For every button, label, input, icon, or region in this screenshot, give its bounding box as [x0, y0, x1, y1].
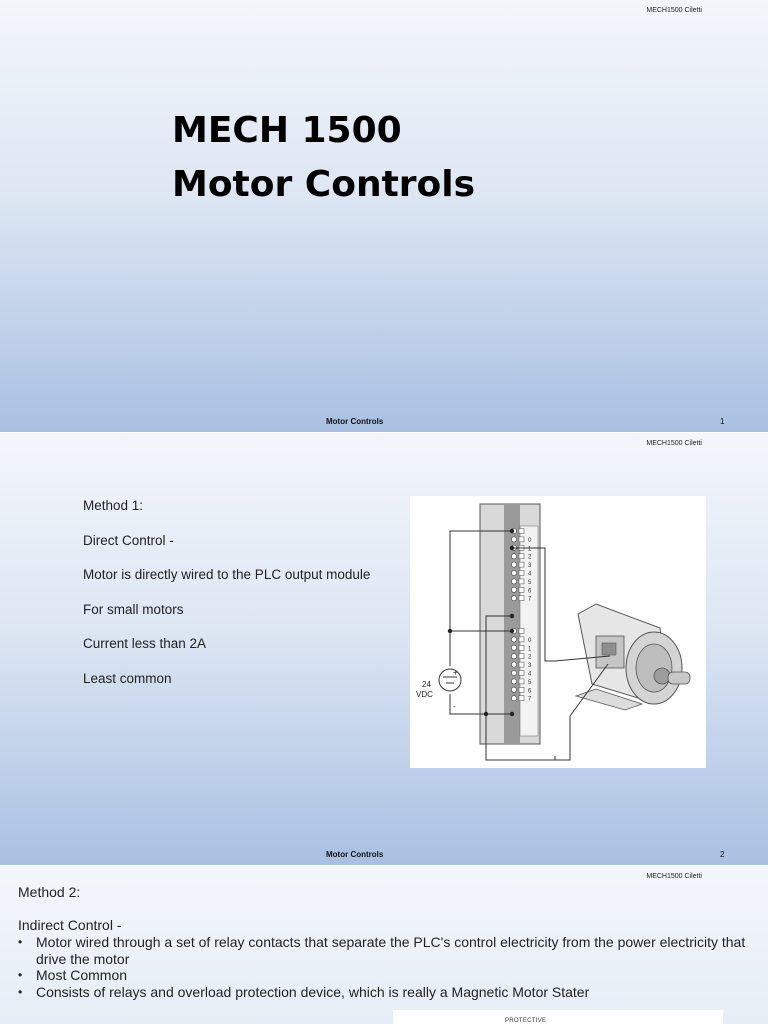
footer-title: Motor Controls: [326, 417, 384, 426]
top-terminal-number: 7: [528, 597, 532, 603]
title-line-2: Motor Controls: [172, 164, 476, 205]
plus-sign: +: [453, 668, 458, 677]
top-terminal-number: 1: [528, 546, 532, 552]
top-terminal-number: 5: [528, 580, 532, 586]
terminal-indicator: [518, 536, 525, 543]
terminal-screw: [511, 553, 517, 560]
voltage-label-24: 24: [422, 680, 431, 689]
terminal-indicator: [518, 587, 525, 593]
top-terminal-number: 6: [528, 588, 532, 594]
bullet-text: Consists of relays and overload protecti…: [36, 983, 590, 1000]
bullet-item: • Consists of relays and overload protect…: [18, 984, 748, 1001]
terminal-screw: [511, 536, 517, 543]
bottom-terminal-number: 5: [528, 680, 532, 686]
bullet-text: Most Common: [36, 967, 128, 983]
terminal-indicator: [518, 561, 525, 568]
terminal-indicator: [518, 636, 525, 643]
terminal-indicator: [518, 670, 525, 676]
dc-source-symbol: [438, 668, 462, 692]
terminal-screw: [511, 570, 517, 576]
terminal-indicator: [518, 695, 525, 701]
terminal-indicator: [518, 595, 525, 601]
terminal-screw: [511, 644, 517, 651]
bullet-item: • Most Common: [18, 967, 748, 984]
terminal-screw: [511, 636, 517, 643]
minus-sign: -: [453, 702, 456, 711]
terminal-screw: [511, 595, 517, 602]
terminal-screw: [511, 661, 517, 668]
list-item: Method 1:: [83, 498, 144, 513]
list-item: Direct Control -: [83, 532, 174, 548]
top-terminal-number: 0: [528, 538, 532, 544]
protective-diagram-preview: PROTECTIVE: [393, 1010, 723, 1024]
page-number: 2: [720, 850, 725, 859]
terminal-indicator: [518, 528, 525, 534]
slide-header: MECH1500 Ciletti: [646, 440, 702, 447]
terminal-indicator: [518, 661, 525, 668]
voltage-label-vdc: VDC: [416, 690, 433, 699]
plc-wiring-diagram: 0 1 2 3 4 5 6 7 0 1 2 3 4 5 6 7 24 VDC + -: [410, 496, 706, 768]
motor-icon: [574, 603, 691, 711]
terminal-screw: [511, 670, 517, 676]
top-terminal-number: 2: [528, 555, 532, 561]
terminal-screw: [511, 678, 517, 685]
list-item: Motor is directly wired to the PLC outpu…: [83, 567, 371, 583]
slide-header: MECH1500 Ciletti: [646, 873, 702, 880]
terminal-indicator: [518, 653, 525, 659]
method-2-heading: Method 2:: [18, 884, 81, 900]
terminal-indicator: [518, 578, 525, 585]
bottom-terminal-number: 4: [528, 672, 532, 678]
wire-junctions: [447, 528, 515, 717]
terminal-indicator: [518, 687, 525, 693]
list-item: For small motors: [83, 601, 184, 617]
top-terminal-number: 4: [528, 572, 532, 578]
terminal-screw: [511, 653, 517, 660]
terminal-indicator: [518, 570, 525, 576]
bottom-terminal-number: 0: [528, 638, 532, 644]
slide-title: MECH 1500 Motor Controls: [172, 104, 475, 212]
plc-motor-diagram-svg: 0 1 2 3 4 5 6 7 0 1 2 3 4 5 6 7 24 VDC + -: [416, 503, 691, 761]
slide-3: MECH1500 Ciletti Method 2: Indirect Cont…: [0, 866, 768, 1024]
bottom-terminal-number: 3: [528, 663, 532, 669]
list-item: Least common: [83, 670, 172, 686]
bullet-icon: •: [18, 984, 23, 999]
title-line-1: MECH 1500: [172, 110, 402, 151]
bullet-item: • Motor wired through a set of relay cont…: [18, 934, 748, 967]
top-terminal-number: 3: [528, 563, 532, 569]
terminal-screw: [511, 561, 517, 568]
indirect-control-heading: Indirect Control -: [18, 917, 122, 933]
terminal-screw: [511, 586, 517, 593]
page-number: 1: [720, 417, 725, 426]
bottom-terminal-number: 6: [528, 688, 532, 694]
footer-title: Motor Controls: [326, 850, 384, 859]
terminal-indicator: [518, 628, 525, 634]
terminal-screw: [511, 695, 517, 702]
terminal-indicator: [518, 553, 525, 559]
terminal-indicator: [518, 645, 525, 651]
wires: [449, 530, 555, 761]
slide-footer: Motor Controls 1: [0, 417, 768, 429]
bullet-icon: •: [18, 935, 23, 949]
method-1-list: Method 1: Direct Control - Motor is dire…: [83, 496, 370, 704]
terminal-indicator: [518, 678, 525, 685]
protective-label: PROTECTIVE: [505, 1018, 547, 1024]
bottom-terminal-number: 2: [528, 655, 532, 661]
method-2-bullets: • Motor wired through a set of relay cont…: [18, 934, 748, 1000]
slide-header: MECH1500 Ciletti: [646, 7, 702, 14]
list-item: Current less than 2A: [83, 636, 207, 652]
bottom-terminal-number: 1: [528, 646, 532, 652]
terminal-screw: [511, 686, 517, 693]
slide-1: MECH1500 Ciletti MECH 1500 Motor Control…: [0, 0, 768, 432]
terminal-screw: [511, 578, 517, 585]
slide-footer: Motor Controls 2: [0, 850, 768, 862]
bullet-icon: •: [18, 968, 23, 982]
bottom-terminal-number: 7: [528, 697, 532, 703]
bullet-text: Motor wired through a set of relay conta…: [36, 934, 746, 967]
